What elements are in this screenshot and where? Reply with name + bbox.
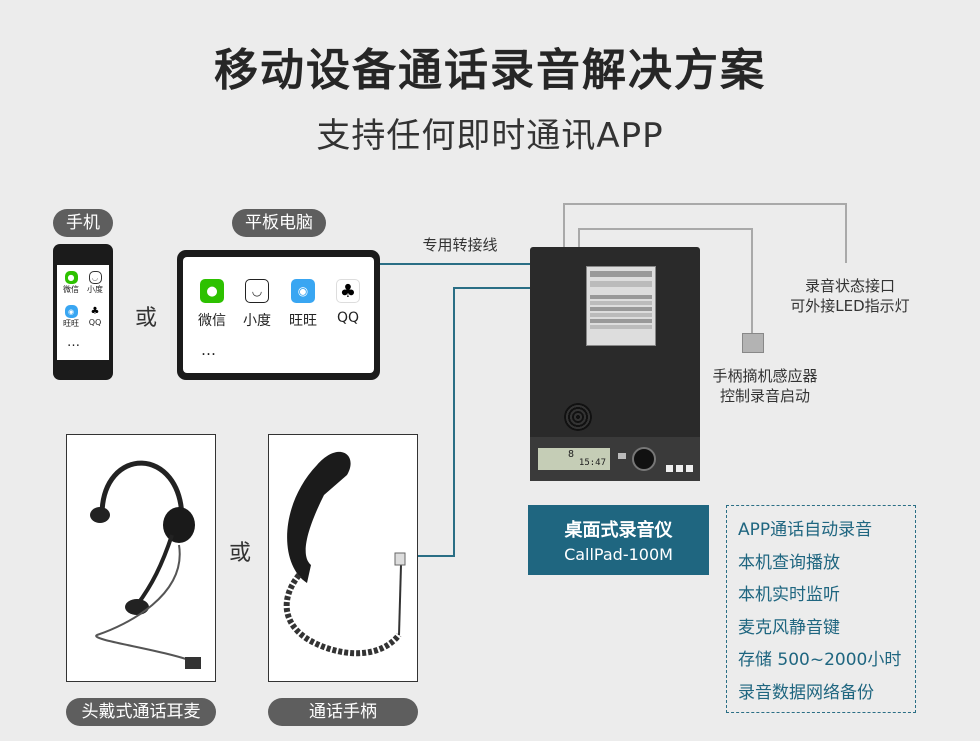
or-label-devices: 或: [135, 306, 158, 331]
hook-sensor-label: 手柄摘机感应器 控制录音启动: [712, 367, 818, 405]
tablet-app-wangwang: ◉ 旺旺: [284, 279, 322, 330]
qq-icon: ♣: [336, 279, 360, 303]
page-title: 移动设备通话录音解决方案: [214, 45, 766, 96]
sensor-wire-left: [578, 228, 580, 247]
device-label-table: [586, 266, 656, 346]
page-subtitle: 支持任何即时通讯APP: [316, 116, 664, 156]
wechat-icon: ●: [64, 271, 78, 284]
features-box: APP通话自动录音 本机查询播放 本机实时监听 麦克风静音键 存储 500~20…: [726, 505, 916, 713]
phone-label: 手机: [53, 209, 113, 237]
device-button[interactable]: [686, 465, 693, 472]
speaker-grille: [564, 403, 592, 431]
status-port-label: 录音状态接口 可外接LED指示灯: [790, 277, 910, 315]
product-name-box: 桌面式录音仪 CallPad-100M: [528, 505, 709, 575]
tablet-ellipsis: …: [201, 341, 216, 359]
handset-label: 通话手柄: [268, 698, 418, 726]
callpad-device: 8 15:47: [530, 247, 700, 481]
tablet-app-xiaodu: ◡ 小度: [240, 279, 274, 330]
hook-sensor-block: [742, 333, 764, 353]
phone-ellipsis: …: [67, 335, 80, 350]
tablet-device: ● 微信 ◡ 小度 ◉ 旺旺 ♣ QQ …: [177, 250, 380, 380]
status-wire-left: [563, 203, 565, 247]
device-button[interactable]: [618, 453, 626, 459]
device-lcd: 8 15:47: [538, 448, 610, 470]
feature-item: 本机实时监听: [738, 585, 840, 605]
device-button[interactable]: [676, 465, 683, 472]
device-button[interactable]: [666, 465, 673, 472]
handset-photo: [268, 434, 418, 682]
tablet-app-wechat: ● 微信: [195, 279, 229, 330]
phone-screen: ● 微信 ◡ 小度 ◉ 旺旺 ♣ QQ …: [57, 265, 109, 360]
product-model: CallPad-100M: [564, 545, 673, 564]
wechat-icon: ●: [200, 279, 224, 303]
nav-wheel[interactable]: [632, 447, 656, 471]
tablet-label: 平板电脑: [232, 209, 326, 237]
status-wire-top: [563, 203, 847, 205]
phone-app-qq: ♣ QQ: [88, 306, 102, 327]
wangwang-icon: ◉: [291, 279, 315, 303]
xiaodu-icon: ◡: [245, 279, 269, 303]
status-wire-right: [845, 203, 847, 263]
feature-item: APP通话自动录音: [738, 520, 873, 540]
cable-line-tablet: [380, 263, 530, 265]
feature-item: 录音数据网络备份: [738, 682, 874, 703]
phone-app-wangwang: ◉ 旺旺: [60, 305, 82, 329]
cable-line-handset-vertical: [453, 287, 455, 557]
or-label-accessories: 或: [229, 541, 252, 566]
phone-app-wechat: ● 微信: [63, 271, 79, 294]
product-name: 桌面式录音仪: [564, 520, 673, 541]
phone-device: ● 微信 ◡ 小度 ◉ 旺旺 ♣ QQ …: [53, 244, 113, 380]
feature-item: 存储 500~2000小时: [738, 650, 902, 670]
cable-label: 专用转接线: [422, 236, 498, 254]
headset-photo: [66, 434, 216, 682]
cable-line-handset-top: [453, 287, 530, 289]
tablet-app-qq: ♣ QQ: [336, 279, 360, 326]
sensor-wire-top: [578, 228, 753, 230]
feature-item: 麦克风静音键: [738, 617, 840, 638]
cable-line-handset-bottom: [405, 555, 455, 557]
headset-image: [90, 460, 201, 669]
sensor-wire-right: [751, 228, 753, 334]
tablet-screen: ● 微信 ◡ 小度 ◉ 旺旺 ♣ QQ …: [183, 257, 374, 373]
wangwang-icon: ◉: [64, 305, 78, 318]
qq-icon: ♣: [90, 306, 100, 317]
feature-item: 本机查询播放: [738, 552, 840, 573]
handset-image: [283, 451, 406, 657]
xiaodu-icon: ◡: [88, 271, 102, 284]
headset-label: 头戴式通话耳麦: [66, 698, 216, 726]
phone-app-xiaodu: ◡ 小度: [84, 271, 106, 295]
